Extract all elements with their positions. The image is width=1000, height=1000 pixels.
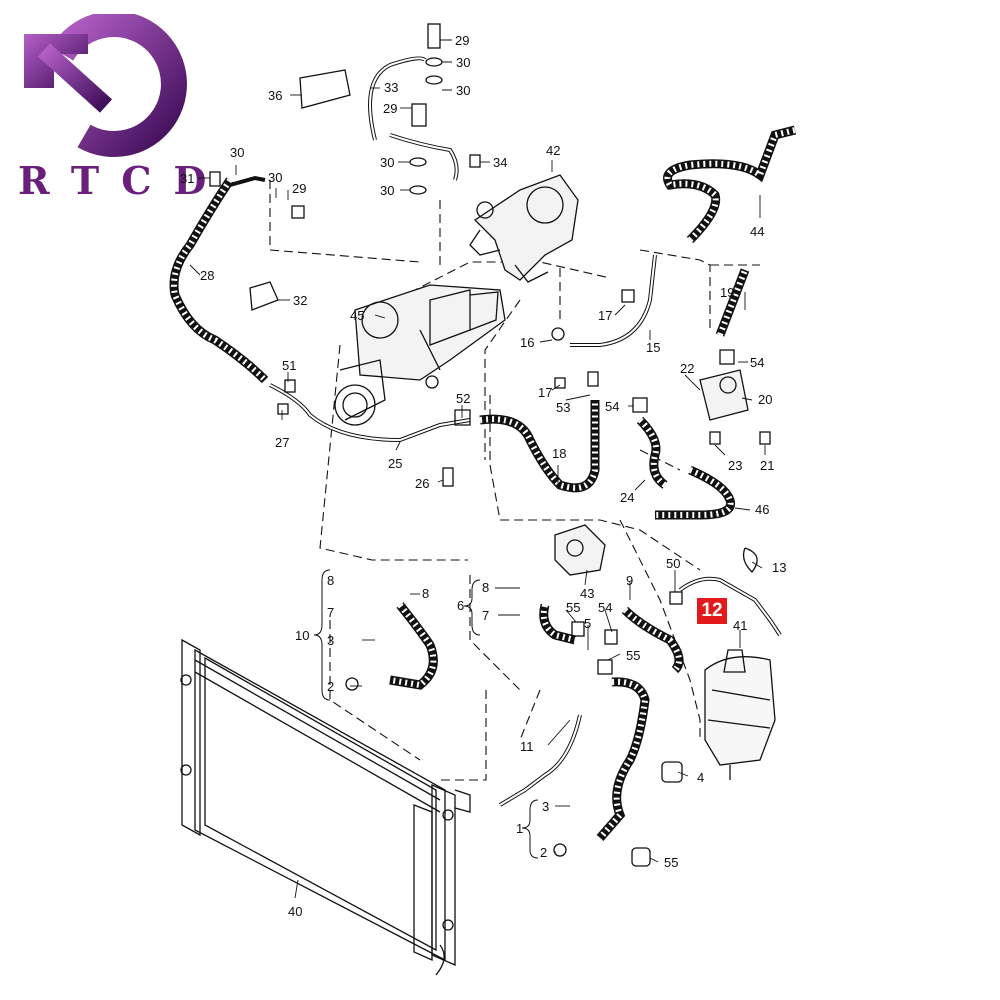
callout-27: 27 xyxy=(275,435,289,450)
callout-30: 30 xyxy=(268,170,282,185)
callout-10: 10 xyxy=(295,628,309,643)
callout-28: 28 xyxy=(200,268,214,283)
callout-36: 36 xyxy=(268,88,282,103)
callout-7: 7 xyxy=(327,605,334,620)
clamps-and-bolts xyxy=(209,23,771,867)
callout-15: 15 xyxy=(646,340,660,355)
callout-13: 13 xyxy=(772,560,786,575)
callout-30: 30 xyxy=(380,155,394,170)
thermostat-housing xyxy=(554,524,606,576)
callout-8: 8 xyxy=(422,586,429,601)
brand-name: RTCD xyxy=(18,158,229,203)
callout-21: 21 xyxy=(760,458,774,473)
callout-29: 29 xyxy=(383,101,397,116)
callout-53: 53 xyxy=(556,400,570,415)
callout-19: 19 xyxy=(720,285,734,300)
callout-3: 3 xyxy=(327,633,334,648)
callout-30: 30 xyxy=(380,183,394,198)
callout-33: 33 xyxy=(384,80,398,95)
callout-8: 8 xyxy=(482,580,489,595)
leader-lines xyxy=(189,39,766,899)
callout-45: 45 xyxy=(350,308,364,323)
callout-2: 2 xyxy=(327,679,334,694)
callout-43: 43 xyxy=(580,586,594,601)
hoses xyxy=(169,125,797,841)
callout-5: 5 xyxy=(584,616,591,631)
turbocharger xyxy=(334,284,506,426)
callout-31: 31 xyxy=(180,171,194,186)
callout-26: 26 xyxy=(415,476,429,491)
callout-54: 54 xyxy=(750,355,764,370)
callout-25: 25 xyxy=(388,456,402,471)
assembly-lines xyxy=(269,180,760,781)
highlight-callout-12: 12 xyxy=(701,600,723,621)
callout-17: 17 xyxy=(598,308,612,323)
callout-30: 30 xyxy=(456,83,470,98)
callout-29: 29 xyxy=(292,181,306,196)
callout-54: 54 xyxy=(598,600,612,615)
brand-logo xyxy=(14,11,194,214)
callout-42: 42 xyxy=(546,143,560,158)
callout-22: 22 xyxy=(680,361,694,376)
callout-labels: 29 30 30 36 33 29 30 30 34 42 31 30 30 2… xyxy=(180,33,786,919)
callout-4: 4 xyxy=(697,770,704,785)
rotate-arrow-icon xyxy=(24,11,187,157)
callout-55: 55 xyxy=(566,600,580,615)
callout-6: 6 xyxy=(457,598,464,613)
callout-24: 24 xyxy=(620,490,634,505)
callout-29: 29 xyxy=(455,33,469,48)
callout-55: 55 xyxy=(664,855,678,870)
callout-17: 17 xyxy=(538,385,552,400)
pipes xyxy=(229,56,782,807)
callout-20: 20 xyxy=(758,392,772,407)
callout-44: 44 xyxy=(750,224,764,239)
callout-1: 1 xyxy=(516,821,523,836)
callout-50: 50 xyxy=(666,556,680,571)
callout-54: 54 xyxy=(605,399,619,414)
callout-41: 41 xyxy=(733,618,747,633)
callout-30: 30 xyxy=(230,145,244,160)
callout-55: 55 xyxy=(626,648,640,663)
coolant-valve xyxy=(699,369,749,421)
callout-9: 9 xyxy=(626,573,633,588)
callout-11: 11 xyxy=(520,739,534,754)
highlight-box xyxy=(697,598,727,624)
pipe-inner xyxy=(269,57,781,806)
callout-23: 23 xyxy=(728,458,742,473)
callout-40: 40 xyxy=(288,904,302,919)
callout-32: 32 xyxy=(293,293,307,308)
water-pump xyxy=(469,174,579,283)
callout-18: 18 xyxy=(552,446,566,461)
callout-16: 16 xyxy=(520,335,534,350)
callout-46: 46 xyxy=(755,502,769,517)
hose-texture xyxy=(171,127,796,840)
callout-2: 2 xyxy=(540,845,547,860)
callout-3: 3 xyxy=(542,799,549,814)
callout-34: 34 xyxy=(493,155,507,170)
callout-52: 52 xyxy=(456,391,470,406)
callout-7: 7 xyxy=(482,608,489,623)
callout-8: 8 xyxy=(327,573,334,588)
callout-30: 30 xyxy=(456,55,470,70)
expansion-tank xyxy=(704,649,776,780)
callout-51: 51 xyxy=(282,358,296,373)
group-brackets xyxy=(313,569,539,859)
radiator xyxy=(180,638,471,976)
